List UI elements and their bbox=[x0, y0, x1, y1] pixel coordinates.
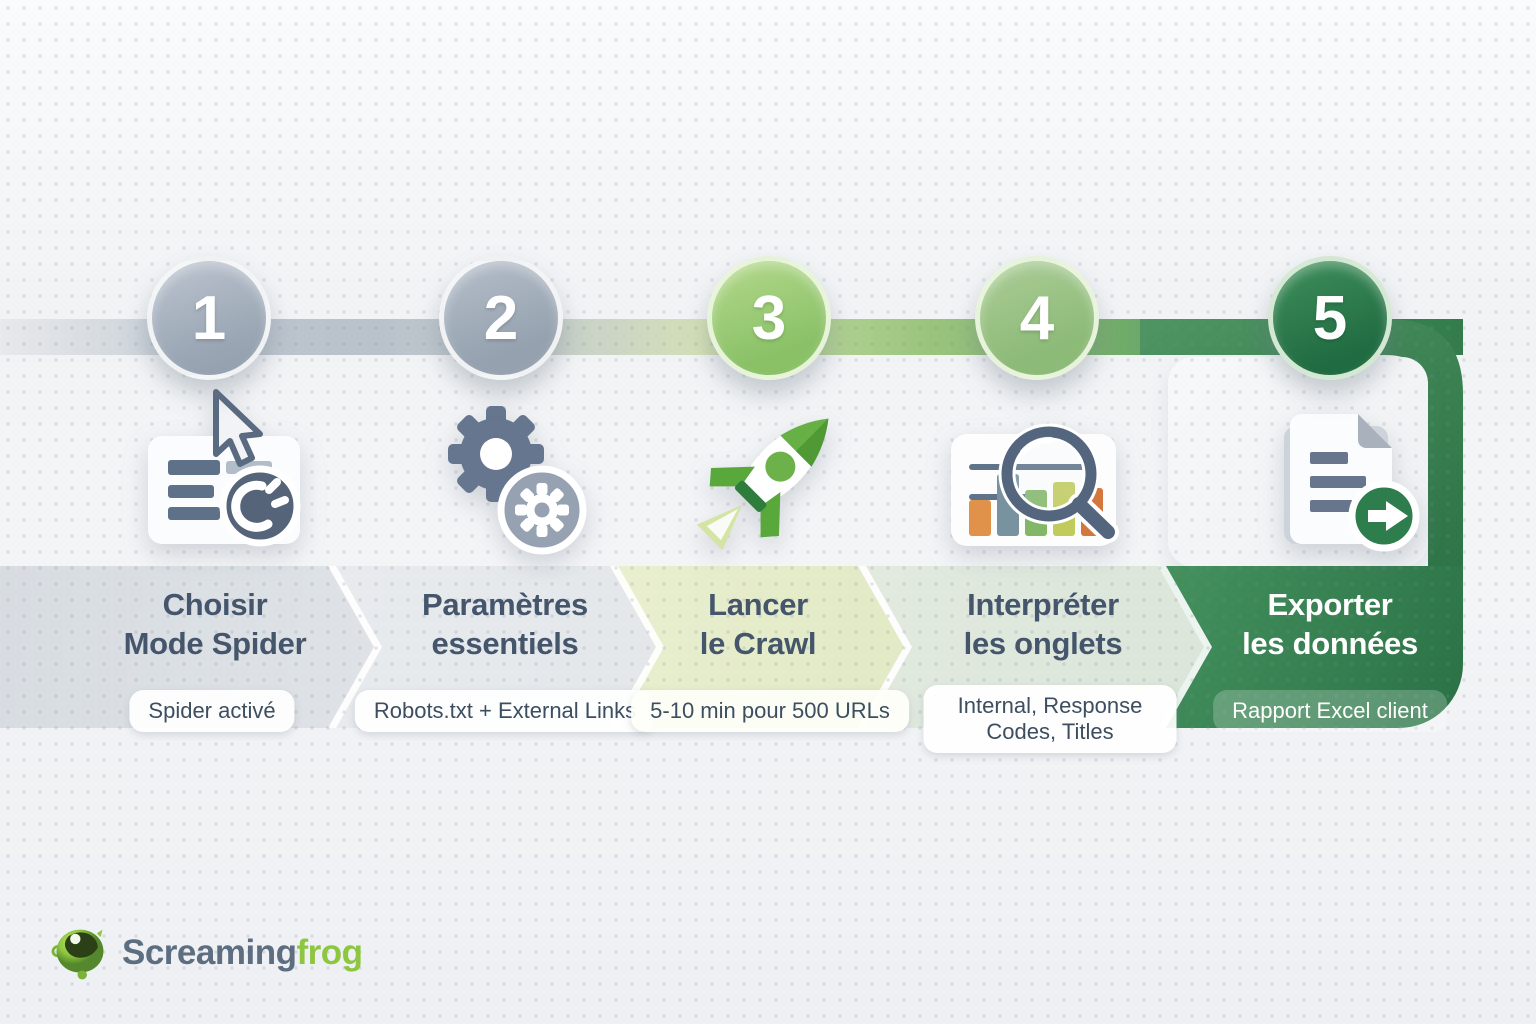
timeline-elbow bbox=[1140, 319, 1463, 566]
step-2-title: Paramètres essentiels bbox=[345, 585, 665, 663]
frog-icon bbox=[51, 929, 104, 980]
title-line: les données bbox=[1242, 626, 1418, 661]
step-2-badge: Robots.txt + External Links bbox=[354, 690, 656, 732]
step-4-badge: Internal, Response Codes, Titles bbox=[923, 685, 1177, 753]
step-number: 5 bbox=[1312, 283, 1348, 353]
step-1-badge: Spider activé bbox=[129, 690, 295, 732]
spider-mode-icon bbox=[148, 389, 301, 547]
settings-gears-icon bbox=[448, 406, 587, 555]
step-number: 3 bbox=[751, 283, 787, 353]
logo-text-screaming: Screaming bbox=[122, 933, 297, 972]
step-3-number-circle: 3 bbox=[707, 256, 831, 380]
title-line: les onglets bbox=[963, 626, 1123, 661]
step-4-number-circle: 4 bbox=[975, 256, 1099, 380]
step-2-number-circle: 2 bbox=[439, 256, 563, 380]
title-line: Lancer bbox=[708, 587, 808, 622]
logo-text-frog: frog bbox=[296, 933, 363, 972]
step-3-title: Lancer le Crawl bbox=[598, 585, 918, 663]
step-5-badge: Rapport Excel client bbox=[1213, 690, 1447, 732]
title-line: Mode Spider bbox=[123, 626, 307, 661]
rocket-icon bbox=[696, 418, 829, 551]
title-line: Paramètres bbox=[422, 587, 588, 622]
title-line: essentiels bbox=[431, 626, 579, 661]
step-1-title: Choisir Mode Spider bbox=[55, 585, 375, 663]
title-line: Interpréter bbox=[967, 587, 1119, 622]
step-3-badge: 5-10 min pour 500 URLs bbox=[631, 690, 909, 732]
logo-wordmark: Screamingfrog bbox=[122, 933, 363, 973]
screamingfrog-logo: Screamingfrog bbox=[50, 922, 363, 984]
step-number: 4 bbox=[1019, 283, 1055, 353]
step-5-title: Exporter les données bbox=[1170, 585, 1490, 663]
title-line: Exporter bbox=[1267, 587, 1393, 622]
step-number: 2 bbox=[483, 283, 519, 353]
chart-magnifier-icon bbox=[951, 423, 1119, 546]
step-1-number-circle: 1 bbox=[147, 256, 271, 380]
step-number: 1 bbox=[191, 283, 227, 353]
title-line: Choisir bbox=[162, 587, 268, 622]
step-4-title: Interpréter les onglets bbox=[883, 585, 1203, 663]
title-line: le Crawl bbox=[699, 626, 817, 661]
step-5-number-circle: 5 bbox=[1268, 256, 1392, 380]
export-document-icon bbox=[1284, 414, 1420, 552]
